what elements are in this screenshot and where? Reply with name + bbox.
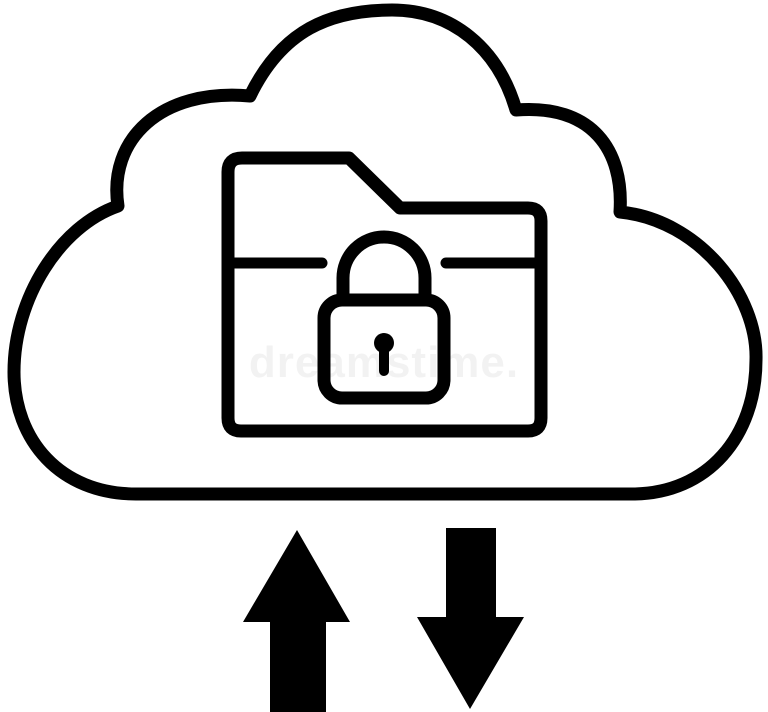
folder-icon — [221, 151, 548, 438]
padlock-icon — [317, 230, 451, 405]
cloud-icon — [7, 3, 763, 501]
download-arrow-icon — [417, 528, 524, 709]
upload-arrow-icon — [243, 530, 350, 712]
